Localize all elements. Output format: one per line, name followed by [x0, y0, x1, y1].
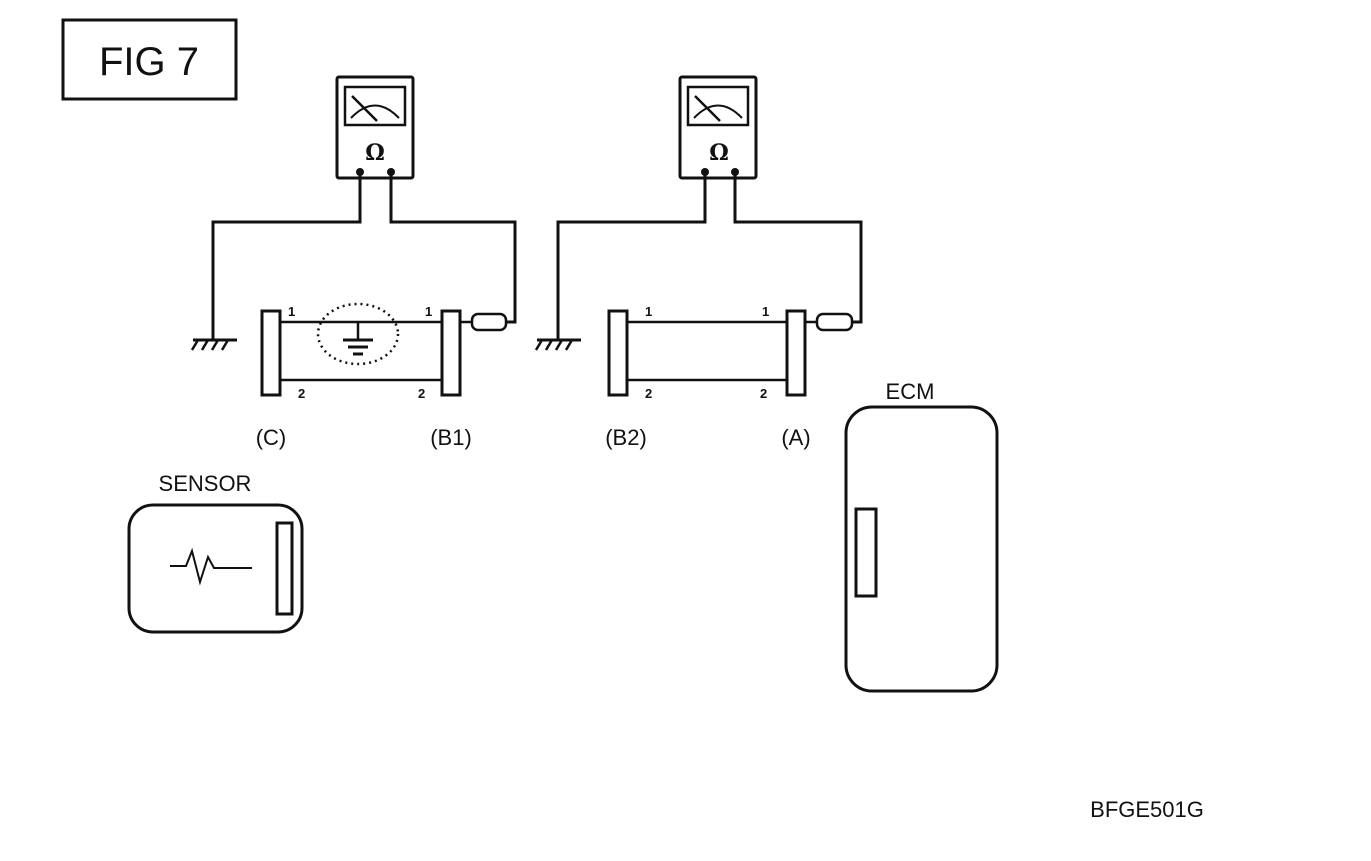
ground-symbol-right — [534, 338, 581, 351]
meter-needle-right — [694, 95, 721, 122]
pin-label: 2 — [298, 386, 305, 401]
harness-left: 1 1 2 2 — [260, 302, 508, 401]
meter-needle-left — [351, 95, 378, 122]
connector-b1 — [440, 309, 462, 397]
figure-title: FIG 7 — [99, 40, 199, 84]
pin-label: 1 — [425, 304, 432, 319]
sensor-waveform-icon — [170, 547, 252, 586]
sensor-label: SENSOR — [159, 471, 252, 496]
connector-b2 — [607, 309, 629, 397]
sensor-unit — [127, 503, 304, 634]
ohm-symbol-right: Ω — [709, 140, 729, 166]
pin-label: 1 — [288, 304, 295, 319]
right-meter-leads — [556, 170, 863, 342]
figure-code: BFGE501G — [1090, 797, 1204, 822]
probe-tip-left — [470, 312, 508, 332]
ecm-connector-port — [854, 507, 878, 598]
figure-title-box: FIG 7 — [61, 18, 238, 101]
pin-label: 2 — [418, 386, 425, 401]
harness-right: 1 1 2 2 — [607, 304, 854, 401]
connector-label-c: (C) — [256, 425, 287, 450]
short-circuit-highlight — [316, 302, 400, 366]
pin-label: 1 — [762, 304, 769, 319]
pin-label: 2 — [760, 386, 767, 401]
connector-a — [785, 309, 807, 397]
ohmmeter-left: Ω — [335, 75, 415, 180]
ohmmeter-right: Ω — [678, 75, 758, 180]
left-meter-leads — [211, 170, 517, 342]
ecm-label: ECM — [886, 379, 935, 404]
meter-scale-arc-left — [350, 104, 400, 119]
ecm-unit — [844, 405, 999, 693]
pin-label: 2 — [645, 386, 652, 401]
probe-tip-right — [815, 312, 854, 332]
connector-c — [260, 309, 282, 397]
meter-scale-arc-right — [693, 104, 743, 119]
ground-symbol-left — [190, 338, 237, 351]
connector-label-a: (A) — [781, 425, 810, 450]
chassis-ground-icon — [343, 322, 373, 356]
ohm-symbol-left: Ω — [365, 140, 385, 166]
connector-label-b1: (B1) — [430, 425, 472, 450]
pin-label: 1 — [645, 304, 652, 319]
sensor-connector-port — [275, 521, 294, 616]
connector-label-b2: (B2) — [605, 425, 647, 450]
